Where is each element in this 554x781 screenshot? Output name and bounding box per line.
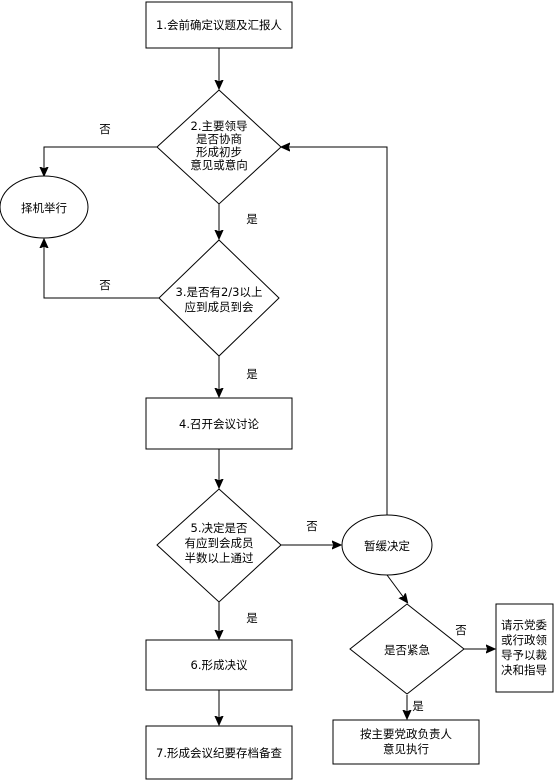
node-request: 请示党委 或行政领 导予以裁 决和指导 [495,603,554,693]
process-box [145,1,293,49]
decision-diamond [158,239,280,357]
node-label: 应到成员到会 [185,300,254,314]
node-label: 决和指导 [501,663,547,677]
node-n6: 6.形成决议 [145,639,293,691]
node-choose-ellipse: 择机举行 [0,175,89,239]
node-label: 意见执行 [383,742,429,756]
edge-postpone-to-n2 [282,147,388,516]
edge-labels: 否 是 否 是 否 是 否 是 [99,122,467,713]
process-box [145,725,293,780]
node-n7: 7.形成会议纪要存档备查 [145,725,293,780]
node-urgent-decision: 是否紧急 [349,603,465,695]
node-n5-decision: 5.决定是否 有应到会成员 半数以上通过 [156,488,282,603]
terminal-ellipse [341,514,433,576]
edge-label-urgent-yes: 是 [412,699,424,713]
decision-diamond [156,89,282,205]
edge-label-n5-no: 否 [306,519,318,533]
process-box [145,639,293,691]
process-box [145,397,293,450]
edge-n3-no-to-choose [44,240,162,299]
decision-diamond [156,488,282,603]
node-n3-decision: 3.是否有2/3以上 应到成员到会 [158,239,280,357]
node-n2-decision: 2.主要领导 是否协商 形成初步 意见或意向 [156,89,282,205]
node-label: 形成初步 [196,145,242,159]
node-label: 请示党委 [501,618,547,632]
edge-label-n2-yes: 是 [246,212,258,226]
edge-label-n2-no: 否 [99,122,111,136]
node-postpone-ellipse: 暂缓决定 [341,514,433,576]
edge-label-urgent-no: 否 [455,623,467,637]
node-label: 4.召开会议讨论 [179,417,259,431]
node-label: 导予以裁 [501,648,547,662]
node-execute: 按主要党政负责人 意见执行 [332,719,480,765]
node-label: 有应到会成员 [185,536,254,550]
node-label: 半数以上通过 [185,551,254,565]
edges [44,48,494,724]
node-label: 2.主要领导 [191,119,248,133]
node-label: 或行政领 [501,633,547,647]
edge-label-n5-yes: 是 [246,611,258,625]
process-box [495,603,554,693]
node-label: 暂缓决定 [364,539,410,553]
node-label: 6.形成决议 [191,658,248,672]
node-n1: 1.会前确定议题及汇报人 [145,1,293,49]
node-label: 意见或意向 [190,158,248,172]
terminal-ellipse [0,175,89,239]
node-label: 择机举行 [21,201,67,215]
node-label: 1.会前确定议题及汇报人 [156,18,282,32]
node-label: 7.形成会议纪要存档备查 [156,746,282,760]
edge-label-n3-no: 否 [99,278,111,292]
node-label: 3.是否有2/3以上 [176,285,263,299]
node-label: 按主要党政负责人 [360,727,452,741]
node-n4: 4.召开会议讨论 [145,397,293,450]
node-label: 是否协商 [196,132,242,146]
edge-label-n3-yes: 是 [246,367,258,381]
node-label: 是否紧急 [384,643,430,657]
decision-diamond [349,603,465,695]
process-box [332,719,480,765]
node-label: 5.决定是否 [191,521,248,535]
edge-postpone-to-urgent [386,574,407,602]
edge-n2-no-to-choose [44,146,162,175]
